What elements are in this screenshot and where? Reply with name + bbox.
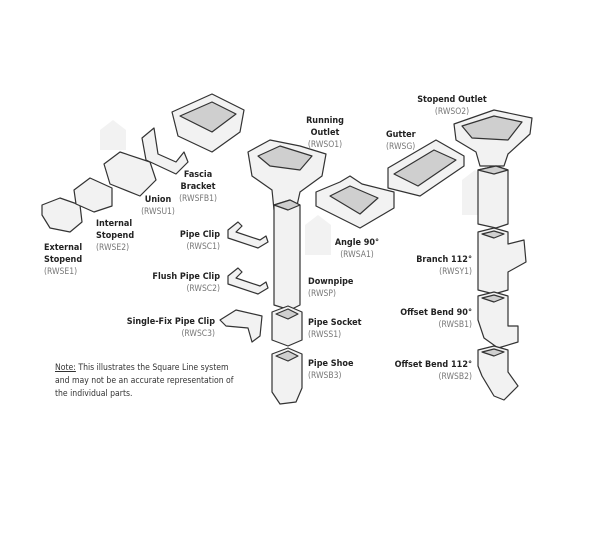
part-code: (RWSC2) [186,284,220,294]
part-name: Fascia [183,170,213,180]
label-union: Union (RWSU1) [138,194,178,218]
part-name: External [44,243,83,253]
part-name: Gutter [386,130,416,140]
part-name: Offset Bend 112° [394,360,472,370]
part-name: Angle 90° [334,238,380,248]
part-name: Stopend [96,231,135,241]
part-code: (RWSS1) [308,330,342,340]
label-pipe-clip: Pipe Clip (RWSC1) [140,229,220,253]
pipe-clip-part [227,221,269,249]
part-code: (RWSG) [386,142,416,152]
label-fascia-bracket: Fascia Bracket (RWSFB1) [174,169,222,205]
part-name: Single-Fix Pipe Clip [126,317,215,327]
internal-stopend-part [73,177,113,213]
part-code: (RWSO2) [434,107,470,117]
part-code: (RWSC3) [181,329,215,339]
part-code: (RWSE1) [44,267,78,277]
pipe-shoe-part [271,347,303,405]
part-code: (RWSB1) [438,320,472,330]
part-name: Outlet [310,128,340,138]
part-code: (RWSC1) [186,242,220,252]
label-pipe-shoe: Pipe Shoe (RWSB3) [308,358,353,382]
part-name: Branch 112° [416,255,472,265]
part-name: Stopend Outlet [417,95,487,105]
part-name: Downpipe [308,277,354,287]
part-name: Stopend [44,255,83,265]
label-flush-pipe-clip: Flush Pipe Clip (RWSC2) [120,271,220,295]
part-code: (RWSB2) [438,372,472,382]
offset-bend-90-part [477,291,519,349]
label-internal-stopend: Internal Stopend (RWSE2) [96,218,134,254]
downpipe-part [273,199,301,311]
label-single-fix-pipe-clip: Single-Fix Pipe Clip (RWSC3) [95,316,215,340]
part-name: Flush Pipe Clip [152,272,220,282]
label-external-stopend: External Stopend (RWSE1) [44,242,82,278]
single-fix-pipe-clip-part [219,309,263,343]
disclaimer-note: Note: This illustrates the Square Line s… [55,362,245,401]
part-code: (RWSA1) [340,250,374,260]
part-name: Running [306,116,344,126]
part-code: (RWSU1) [141,207,175,217]
part-code: (RWSE2) [96,243,130,253]
label-offset-bend-90: Offset Bend 90° (RWSB1) [372,307,472,331]
part-name: Pipe Socket [308,318,362,328]
branch-112-part [477,227,527,295]
fascia-bracket-part [141,127,189,175]
part-code: (RWSP) [308,289,336,299]
label-pipe-socket: Pipe Socket (RWSS1) [308,317,362,341]
flush-pipe-clip-part [227,267,269,295]
label-stopend-outlet: Stopend Outlet (RWSO2) [416,94,488,118]
part-name: Offset Bend 90° [400,308,472,318]
label-offset-bend-112: Offset Bend 112° (RWSB2) [362,359,472,383]
part-code: (RWSY1) [439,267,472,277]
part-name: Pipe Clip [179,230,220,240]
external-stopend-part [41,197,83,233]
part-code: (RWSB3) [308,371,342,381]
note-prefix: Note: [55,363,76,373]
union-part [103,151,157,197]
label-gutter: Gutter (RWSG) [386,129,416,153]
part-code: (RWSFB1) [179,194,217,204]
label-downpipe: Downpipe (RWSP) [308,276,353,300]
label-branch-112: Branch 112° (RWSY1) [392,254,472,278]
part-name: Internal [96,219,133,229]
part-name: Union [144,195,172,205]
offset-bend-112-part [477,345,519,401]
part-name: Pipe Shoe [308,359,354,369]
part-name: Bracket [180,182,216,192]
label-running-outlet: Running Outlet (RWSO1) [302,115,348,151]
label-angle-90: Angle 90° (RWSA1) [334,237,380,261]
note-text: This illustrates the Square Line system … [55,363,234,399]
right-downpipe-part [477,165,509,229]
part-code: (RWSO1) [307,140,343,150]
